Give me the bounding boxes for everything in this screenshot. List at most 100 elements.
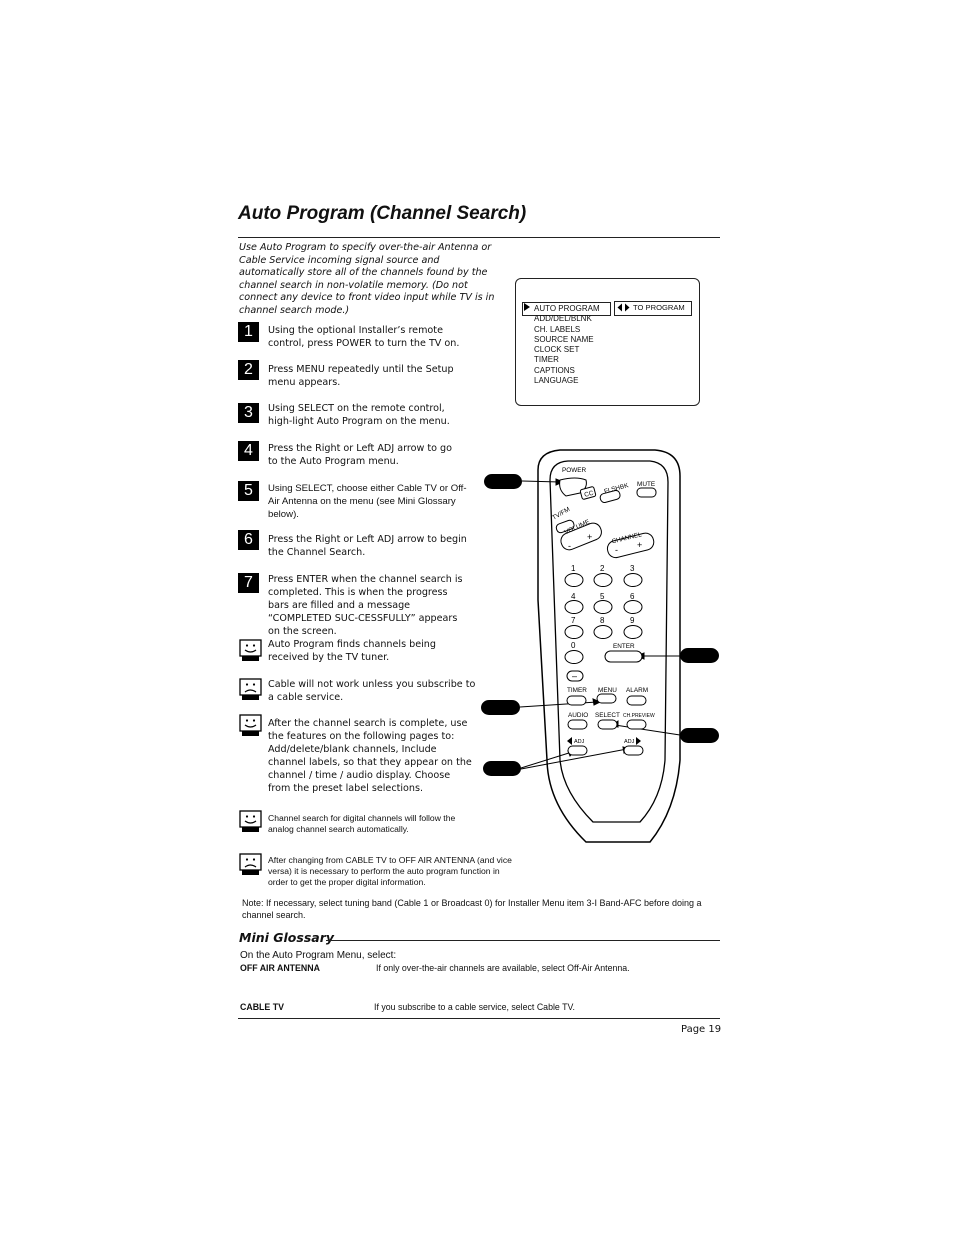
alarm-label: ALARM: [626, 687, 648, 694]
step-number: 6: [238, 530, 259, 550]
tip-text: After changing from CABLE TV to OFF AIR …: [268, 855, 512, 888]
digit-6-button[interactable]: [623, 600, 643, 614]
digit-2-button[interactable]: [593, 573, 613, 587]
adj-left-button[interactable]: [567, 745, 588, 756]
timer-label: TIMER: [567, 687, 587, 694]
digit-0-button[interactable]: [564, 650, 584, 664]
happy-face-icon: [239, 810, 262, 833]
volume-minus: -: [568, 541, 571, 551]
enter-button[interactable]: [604, 650, 643, 663]
digit-9-button[interactable]: [623, 625, 643, 639]
setup-menu-screen: [515, 278, 700, 406]
channel-rocker[interactable]: [606, 531, 656, 559]
menu-pointer-icon: [524, 303, 530, 311]
step-number: 4: [238, 441, 259, 461]
volume-rocker[interactable]: [559, 521, 604, 552]
step-text: Using the optional Installer’s remote co…: [268, 325, 460, 349]
ch-preview-button[interactable]: [626, 719, 647, 730]
step-number: 7: [238, 573, 259, 593]
digit-2-label: 2: [600, 564, 605, 573]
menu-item-ch-labels[interactable]: CH. LABELS: [534, 324, 581, 334]
callout-markers: [481, 474, 719, 776]
glossary-rule: [326, 940, 720, 941]
adj-right-button[interactable]: [623, 745, 644, 756]
intro-paragraph: Use Auto Program to specify over-the-air…: [239, 242, 495, 316]
callout-select: [680, 728, 719, 743]
digit-1-button[interactable]: [564, 573, 584, 587]
adj-right-label: ADJ: [624, 739, 635, 745]
menu-item-auto-program[interactable]: AUTO PROGRAM: [534, 304, 600, 313]
menu-highlight: [522, 302, 611, 316]
power-label: POWER: [562, 467, 587, 474]
ch-preview-label: CH.PREVIEW: [623, 713, 655, 719]
cc-label: CC: [584, 490, 595, 499]
digit-7-button[interactable]: [564, 625, 584, 639]
select-button[interactable]: [597, 719, 618, 730]
flshbk-button[interactable]: [599, 489, 621, 504]
happy-face-icon: [239, 639, 262, 662]
digit-3-button[interactable]: [623, 573, 643, 587]
menu-item-source-name[interactable]: SOURCE NAME: [534, 334, 594, 344]
volume-plus: +: [587, 532, 592, 542]
step-number: 3: [238, 403, 259, 423]
menu-label: MENU: [598, 687, 617, 694]
mute-label: MUTE: [637, 481, 655, 488]
power-button[interactable]: [559, 477, 587, 497]
sad-face-icon: [239, 678, 262, 701]
digit-5-button[interactable]: [593, 600, 613, 614]
alarm-button[interactable]: [626, 695, 647, 706]
channel-minus: -: [615, 545, 618, 555]
adj-right-arrow-icon: [636, 737, 641, 745]
tip-text: After the channel search is complete, us…: [268, 718, 472, 794]
dash-button[interactable]: [566, 670, 584, 682]
digit-7-label: 7: [571, 616, 576, 625]
tvfm-button[interactable]: [555, 519, 575, 534]
digit-8-button[interactable]: [593, 625, 613, 639]
number-keypad: [564, 573, 647, 756]
digit-6-label: 6: [630, 592, 635, 601]
setup-menu-list: AUTO PROGRAM ADD/DEL/BLNK CH. LABELS SOU…: [534, 304, 600, 386]
glossary-definition: If only over-the-air channels are availa…: [376, 963, 630, 973]
tip-text: Channel search for digital channels will…: [268, 813, 456, 834]
left-right-arrows-icon: [617, 303, 630, 312]
adj-left-label: ADJ: [574, 739, 585, 745]
audio-button[interactable]: [567, 719, 588, 730]
step-text: Press the Right or Left ADJ arrow to beg…: [268, 534, 467, 558]
callout-enter: [680, 648, 719, 663]
enter-label: ENTER: [613, 643, 635, 650]
glossary-lead: On the Auto Program Menu, select:: [240, 950, 397, 961]
callout-adj: [483, 761, 521, 776]
audio-label: AUDIO: [568, 712, 588, 719]
callout-power: [484, 474, 522, 489]
sad-face-icon: [239, 853, 262, 876]
menu-item-clock-set[interactable]: CLOCK SET: [534, 345, 580, 355]
cc-button[interactable]: [579, 486, 597, 500]
note-text: Note: If necessary, select tuning band (…: [242, 898, 702, 920]
digit-4-button[interactable]: [564, 600, 584, 614]
menu-item-captions[interactable]: CAPTIONS: [534, 365, 575, 375]
channel-plus: +: [637, 540, 642, 550]
remote-control-diagram: POWER CC FLSHBK MUTE TV/FM VOLUME CHANNE…: [481, 449, 719, 843]
digit-3-label: 3: [630, 564, 635, 573]
select-label: SELECT: [595, 712, 620, 719]
tip-text: Cable will not work unless you subscribe…: [268, 679, 476, 703]
digit-9-label: 9: [630, 616, 635, 625]
glossary-title: Mini Glossary: [239, 930, 335, 945]
menu-item-add-del-blnk[interactable]: ADD/DEL/BLNK: [534, 314, 592, 324]
dash-label: –: [572, 671, 577, 681]
tip-text: Auto Program finds channels being receiv…: [268, 639, 436, 663]
happy-face-icon: [239, 714, 262, 737]
menu-button[interactable]: [596, 693, 617, 704]
menu-item-language[interactable]: LANGUAGE: [534, 376, 579, 386]
digit-0-label: 0: [571, 641, 576, 650]
digit-1-label: 1: [571, 564, 576, 573]
step-text: Press the Right or Left ADJ arrow to go …: [268, 443, 452, 467]
step-number: 5: [238, 481, 259, 501]
glossary-term: OFF AIR ANTENNA: [240, 963, 320, 973]
timer-button[interactable]: [566, 695, 587, 706]
menu-item-timer[interactable]: TIMER: [534, 355, 559, 365]
step-text: Using SELECT, choose either Cable TV or …: [268, 483, 467, 520]
mute-button[interactable]: [636, 487, 657, 498]
page-title: Auto Program (Channel Search): [238, 203, 527, 224]
step-number: 2: [238, 360, 259, 380]
